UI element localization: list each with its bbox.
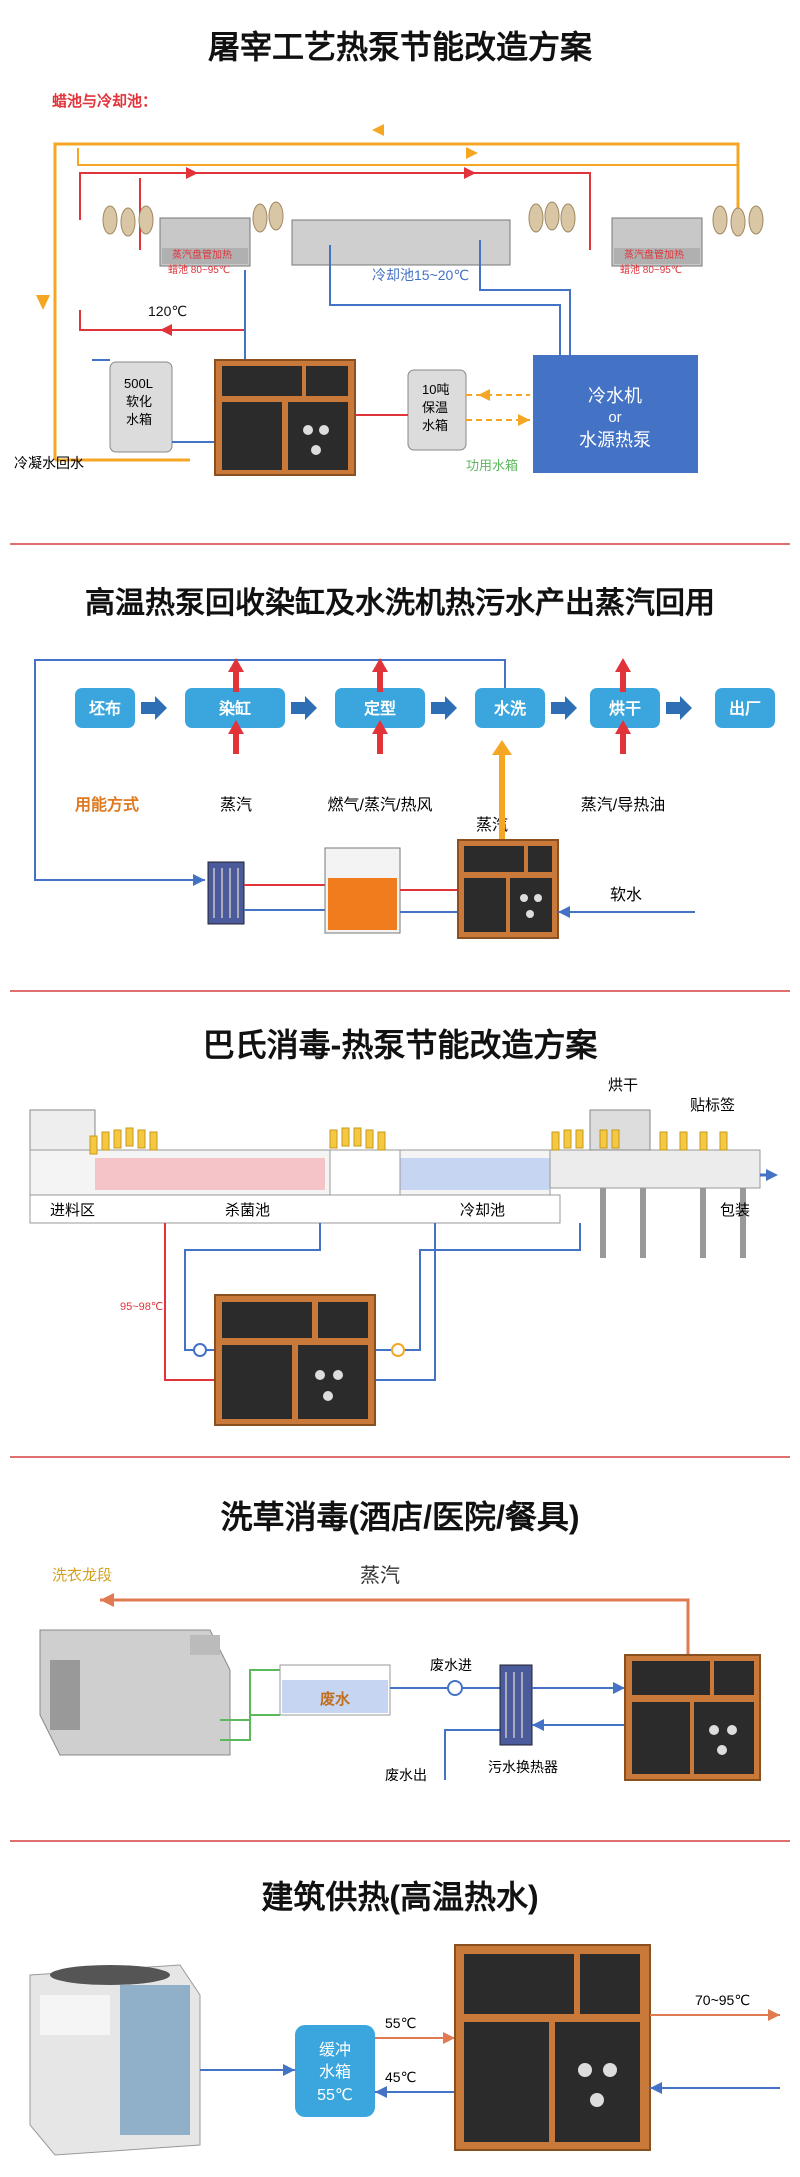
dry-label: 烘干 <box>608 1077 638 1094</box>
section1-subtitle: 蜡池与冷却池： <box>52 92 157 110</box>
tank-500-label-3: 水箱 <box>126 412 152 427</box>
process-water-label: 功用水箱 <box>466 458 518 473</box>
slaughter-diagram: 蜡池与冷却池： 蒸汽盘管加热 蜡池 80~95℃ 冷却池15~20℃ 蒸汽盘管加… <box>14 92 764 476</box>
section5-title: 建筑供热(高温热水) <box>261 1879 539 1915</box>
flow-step-box <box>185 688 285 728</box>
waste-water-label: 废水 <box>320 1690 351 1708</box>
buffer-tank <box>295 2025 375 2117</box>
flow-step-box <box>590 688 660 728</box>
arrow-right-icon <box>466 147 478 159</box>
section3-title: 巴氏消毒-热泵节能改造方案 <box>202 1027 598 1063</box>
heat-exchanger-icon <box>499 1664 533 1746</box>
washer-machine <box>39 1629 231 1756</box>
chiller-label-1: 冷水机 <box>588 386 642 406</box>
building-heating-diagram: 缓冲 水箱 55℃ 55℃ 45℃ 70~95℃ <box>29 1944 780 2156</box>
cool-label: 冷却池 <box>460 1202 505 1219</box>
use-label-1: 蒸汽 <box>220 796 252 814</box>
buffer-label-2: 水箱 <box>319 2063 351 2081</box>
dyeing-diagram: 坯布染缸定型水洗烘干出厂 用能方式 蒸汽 燃气/蒸汽/热风 蒸汽 蒸汽/导热油 … <box>34 658 775 939</box>
temp-label: 95~98℃ <box>120 1301 163 1313</box>
tank-500-label-2: 软化 <box>126 394 152 409</box>
arrow-left-icon <box>372 124 384 136</box>
steam-heat-label-2: 蒸汽盘管加热 <box>624 248 684 261</box>
flow-step-box <box>715 688 775 728</box>
laundry-diagram: 洗衣龙段 蒸汽 废水 废水进 废水出 污水换热器 <box>39 1564 761 1783</box>
flow-step-box <box>475 688 545 728</box>
chiller-label-2: or <box>608 409 621 426</box>
pump-icon <box>193 1343 207 1357</box>
heat-pump-unit <box>457 839 559 939</box>
soft-water-label: 软水 <box>610 886 642 904</box>
flow-arrow-icon <box>551 696 577 720</box>
washer-label: 洗衣龙段 <box>52 1567 112 1584</box>
tank-500-label-1: 500L <box>124 376 153 391</box>
flow-step-label: 染缸 <box>218 699 251 718</box>
flow-arrow-icon <box>431 696 457 720</box>
flow-arrow-icon <box>141 696 167 720</box>
tank-10-label-3: 水箱 <box>422 418 448 433</box>
flow-step-box <box>75 688 135 728</box>
waste-in-label: 废水进 <box>430 1657 472 1673</box>
flow-arrow-icon <box>291 696 317 720</box>
flow-arrow-icon <box>666 696 692 720</box>
sterilize-label: 杀菌池 <box>225 1202 270 1219</box>
wax-pool-label-1: 蜡池 80~95℃ <box>168 263 230 276</box>
wax-pool-label-2: 蜡池 80~95℃ <box>620 263 682 276</box>
label-label: 贴标签 <box>690 1097 735 1114</box>
pump-icon <box>391 1343 405 1357</box>
flow-step-label: 坯布 <box>89 699 121 718</box>
divider-3 <box>10 1456 790 1458</box>
temp-120-label: 120℃ <box>148 303 187 319</box>
heat-pump-unit <box>624 1654 761 1781</box>
chiller-box <box>533 355 698 473</box>
use-label-2: 燃气/蒸汽/热风 <box>328 796 433 814</box>
steam-label: 蒸汽 <box>360 1564 400 1587</box>
tank-10-label-2: 保温 <box>422 400 448 415</box>
chiller-label-3: 水源热泵 <box>579 430 651 450</box>
use-label-4: 蒸汽/导热油 <box>581 796 665 814</box>
condensate-label: 冷凝水回水 <box>14 455 84 471</box>
divider-4 <box>10 1840 790 1842</box>
steam-heat-label-1: 蒸汽盘管加热 <box>172 248 232 261</box>
heat-pump-unit <box>214 359 356 476</box>
divider-2 <box>10 990 790 992</box>
flow-step-label: 定型 <box>363 699 396 718</box>
arrow-down-icon <box>36 295 50 310</box>
exchanger-label: 污水换热器 <box>488 1759 558 1775</box>
buffer-label-3: 55℃ <box>317 2087 353 2104</box>
divider-1 <box>10 543 790 545</box>
section1-title: 屠宰工艺热泵节能改造方案 <box>207 29 592 65</box>
pump-icon <box>447 1680 463 1696</box>
section4-title: 洗草消毒(酒店/医院/餐具) <box>220 1499 580 1535</box>
heat-pump-unit <box>454 1944 651 2151</box>
heat-exchanger-icon <box>207 861 245 925</box>
flow-step-label: 出厂 <box>729 699 761 718</box>
pasteurize-diagram: 烘干 贴标签 进料区 杀菌池 冷却池 包装 95~98℃ <box>29 1077 778 1426</box>
section2-title: 高温热泵回收染缸及水洗机热污水产出蒸汽回用 <box>85 587 715 620</box>
air-source-unit <box>29 1964 201 2156</box>
temp-45-label: 45℃ <box>385 2069 416 2085</box>
feed-label: 进料区 <box>50 1202 95 1219</box>
tank-10-label-1: 10吨 <box>422 382 449 397</box>
waste-out-label: 废水出 <box>385 1767 427 1783</box>
flow-steps: 坯布 染缸 定型 水洗 烘干 出厂 <box>75 688 775 728</box>
pack-label: 包装 <box>720 1202 750 1219</box>
heat-pump-unit <box>214 1294 376 1426</box>
cooling-pool-label: 冷却池15~20℃ <box>372 267 469 283</box>
temp-55-label: 55℃ <box>385 2015 416 2031</box>
flow-step-label: 烘干 <box>609 699 641 718</box>
flow-step-box <box>335 688 425 728</box>
flow-step-label: 水洗 <box>494 699 526 718</box>
energy-mode-label: 用能方式 <box>75 795 139 814</box>
temp-out-label: 70~95℃ <box>695 1992 750 2008</box>
buffer-label-1: 缓冲 <box>319 2041 351 2059</box>
